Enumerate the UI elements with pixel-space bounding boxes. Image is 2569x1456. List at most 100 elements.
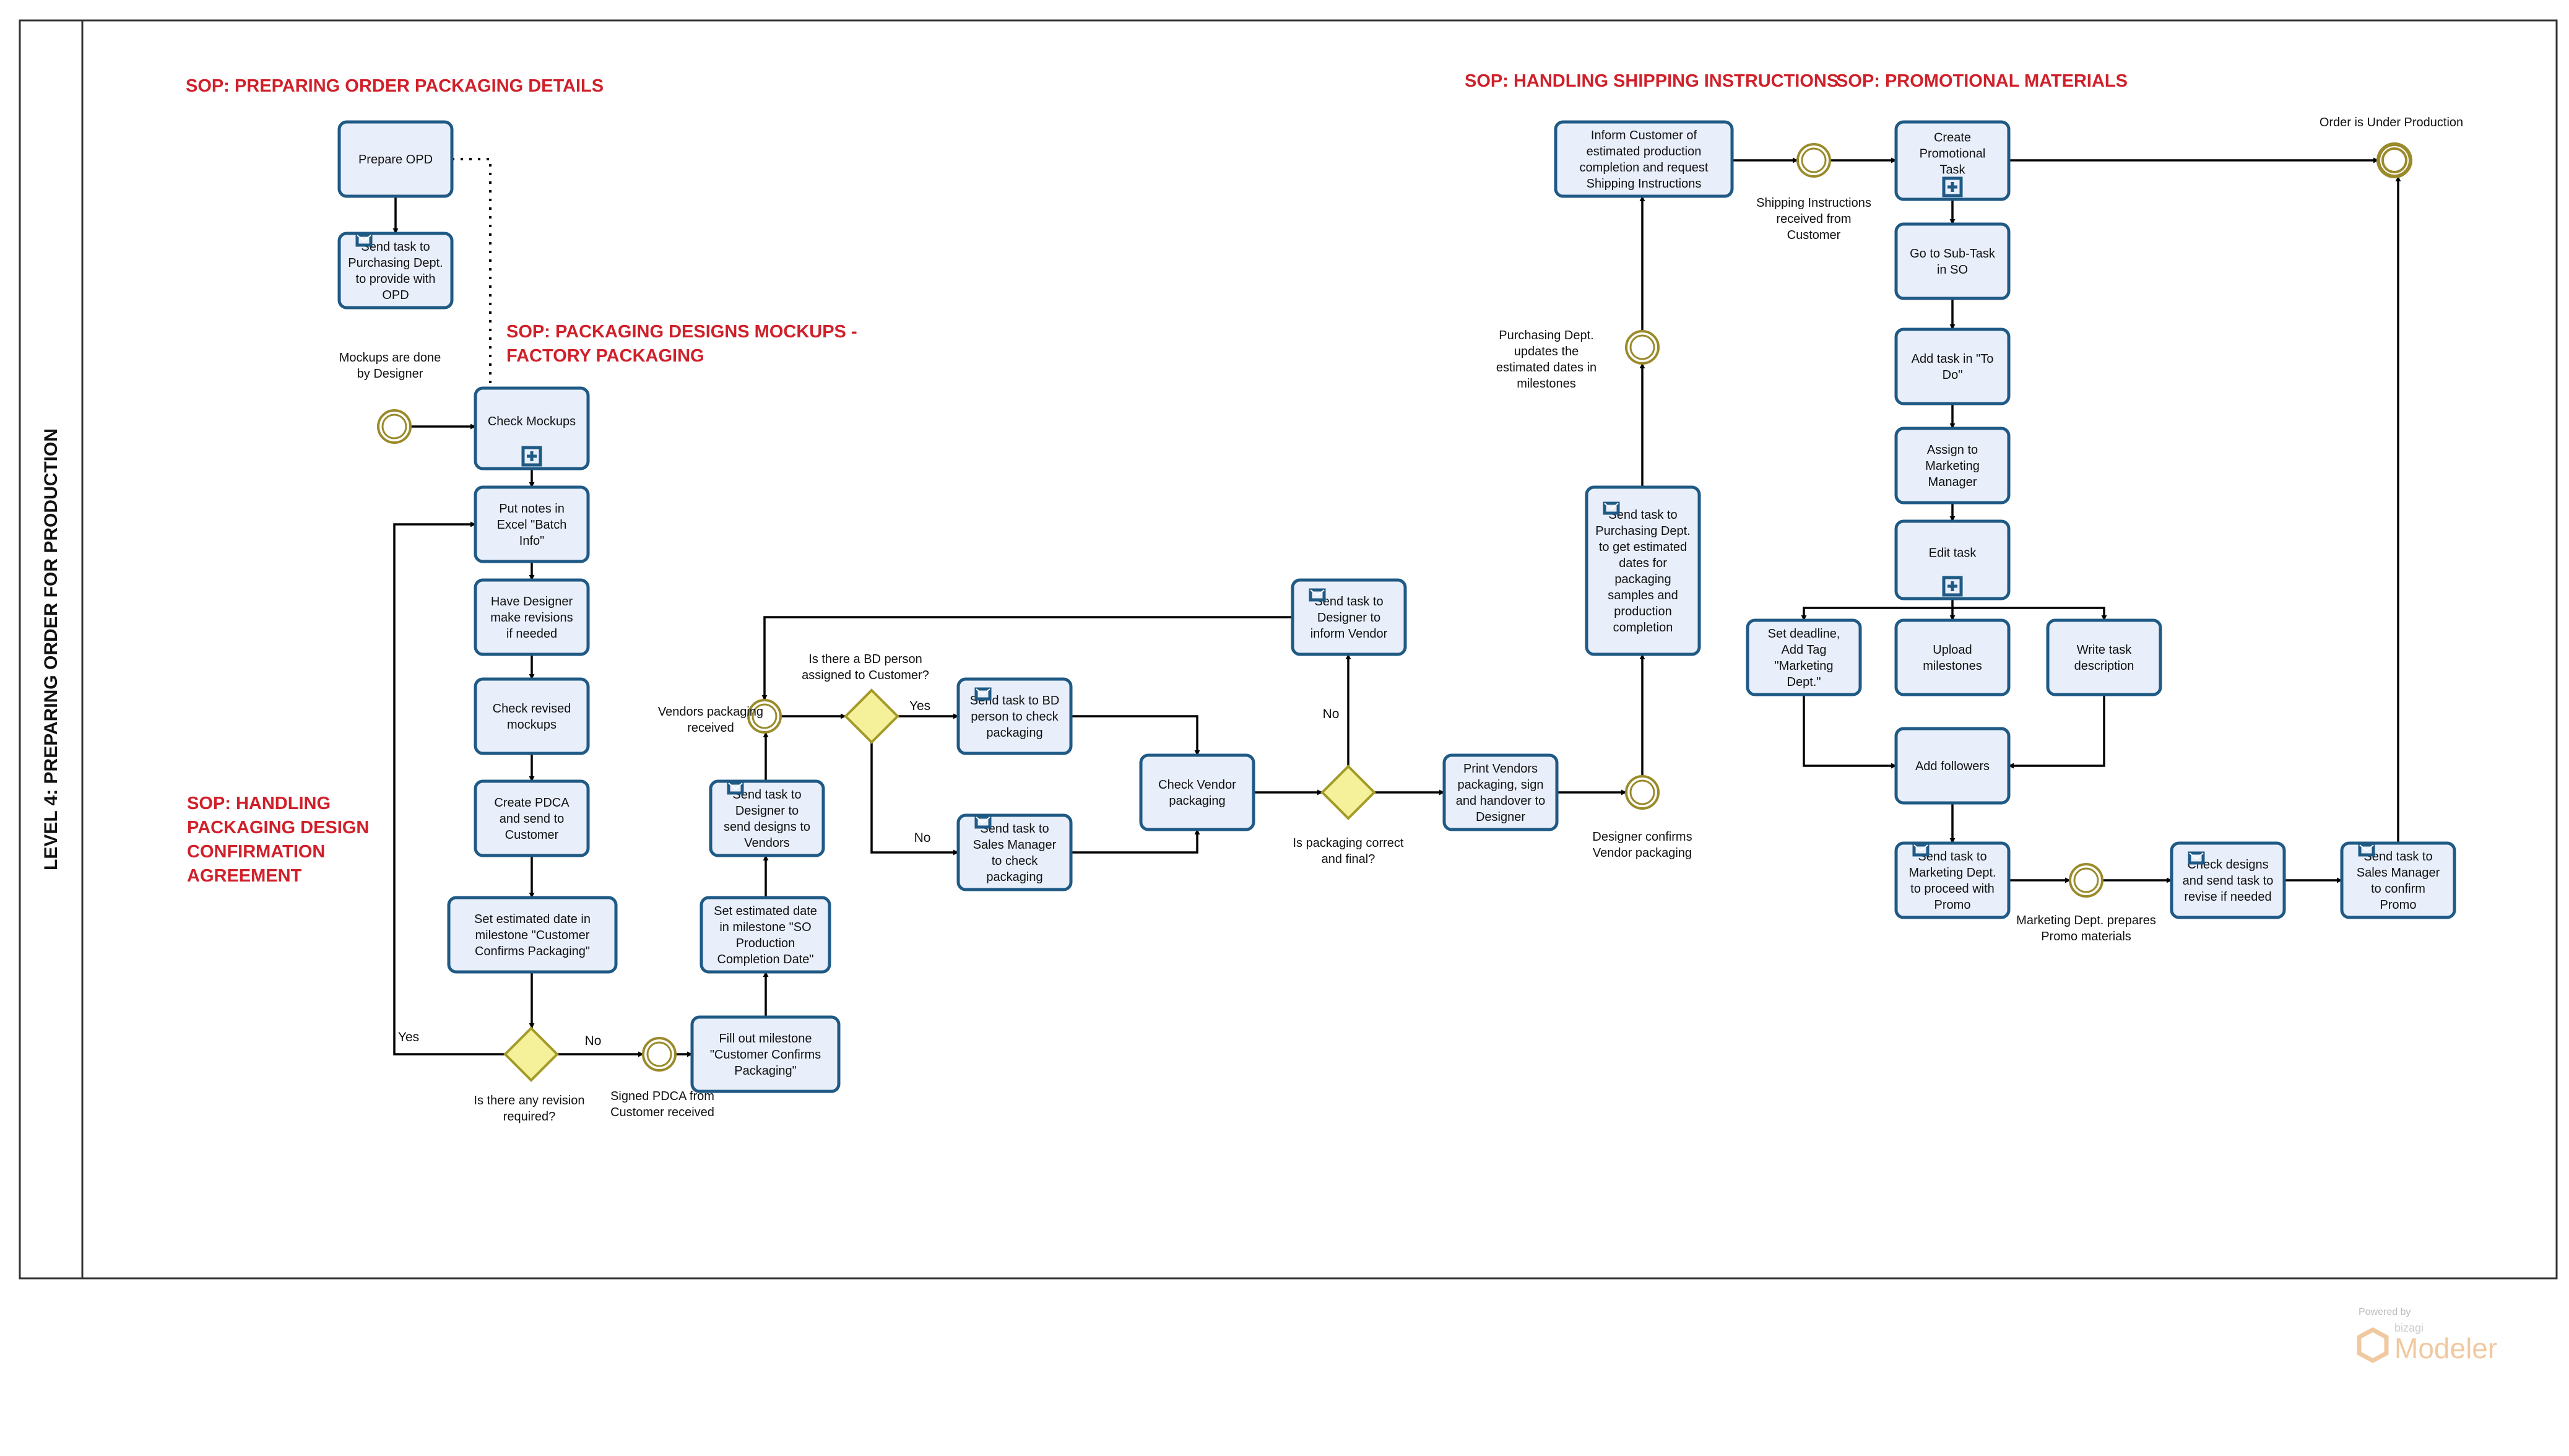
task-t23[interactable]: Edit task [1894, 519, 2011, 600]
task-label: mockups [507, 718, 557, 732]
task-label: person to check [971, 710, 1059, 724]
task-label: and send to [500, 812, 565, 826]
sop-title: PACKAGING DESIGN [187, 818, 369, 838]
task-label: Check revised [493, 702, 571, 716]
task-label: Print Vendors [1463, 762, 1538, 776]
task-label: Send task to [1314, 595, 1383, 609]
task-t6[interactable]: Check revised mockups [474, 677, 590, 755]
task-label: Completion Date" [717, 953, 813, 966]
task-label: completion [1613, 621, 1673, 635]
task-label: Info" [519, 534, 544, 548]
task-label: to get estimated [1599, 540, 1687, 554]
task-label: completion and request [1580, 161, 1709, 175]
task-label: Assign to [1927, 443, 1978, 457]
task-label: Vendors [744, 836, 789, 850]
event-e8[interactable]: Order is Under Production [2320, 116, 2463, 178]
sop-title: SOP: PREPARING ORDER PACKAGING DETAILS [186, 76, 604, 96]
watermark-product-text: Modeler [2394, 1332, 2497, 1364]
task-box [1139, 753, 1255, 831]
event-label: Marketing Dept. prepares [2016, 914, 2156, 927]
task-label: Task [1939, 163, 1965, 177]
event-label: received [687, 721, 734, 735]
task-label: packaging [1614, 573, 1671, 586]
task-t27[interactable]: Add followers [1894, 727, 2011, 805]
event-label: Vendors packaging [658, 705, 763, 719]
task-label: Packaging" [734, 1064, 797, 1078]
task-label: packaging [986, 726, 1042, 740]
event-label: estimated dates in [1496, 361, 1596, 375]
task-label: Check Mockups [488, 415, 576, 428]
sop-titles: SOP: PREPARING ORDER PACKAGING DETAILSSO… [186, 71, 2128, 886]
task-t1[interactable]: Prepare OPD [337, 120, 454, 198]
task-label: send designs to [724, 820, 810, 834]
event-e1[interactable]: Mockups are done by Designer [339, 351, 441, 444]
task-label: Purchasing Dept. [1595, 524, 1690, 538]
sequence-flow [1803, 695, 1897, 769]
event-e3[interactable]: Vendors packaging received [658, 699, 782, 735]
event-inner-circle [2073, 867, 2099, 893]
event-inner-circle [1801, 147, 1827, 173]
task-label: Production [736, 937, 795, 950]
event-label: Mockups are done [339, 351, 441, 365]
task-t9[interactable]: Fill out milestone"Customer ConfirmsPack… [690, 1015, 841, 1093]
task-label: "Customer Confirms [710, 1048, 821, 1062]
task-label: Confirms Packaging" [475, 945, 590, 958]
task-label: Do" [1943, 368, 1963, 382]
task-label: Promotional [1920, 147, 1986, 161]
task-box [474, 578, 590, 656]
task-label: packaging [1169, 794, 1225, 808]
task-label: Prepare OPD [358, 153, 433, 167]
sequence-flow [1801, 607, 1952, 621]
event-inner-circle [752, 703, 778, 729]
task-label: inform Vendor [1310, 627, 1388, 641]
envelope-icon [1603, 501, 1620, 515]
task-label: packaging [986, 870, 1042, 884]
task-box [690, 1015, 841, 1093]
event-label: Order is Under Production [2320, 116, 2463, 129]
task-t3[interactable]: Check Mockups [474, 386, 590, 470]
watermark-brand-text: bizagi [2394, 1322, 2424, 1334]
flow-label: No [1323, 707, 1340, 721]
task-box [1894, 427, 2011, 505]
bizagi-logo-icon [2357, 1327, 2389, 1363]
task-label: Manager [1928, 475, 1977, 489]
task-label: Promo [1934, 898, 1971, 912]
task-label: Marketing [1925, 459, 1980, 473]
event-inner-circle [2381, 147, 2407, 173]
event-label: by Designer [357, 367, 423, 381]
task-label: Send task to [1918, 850, 1986, 864]
